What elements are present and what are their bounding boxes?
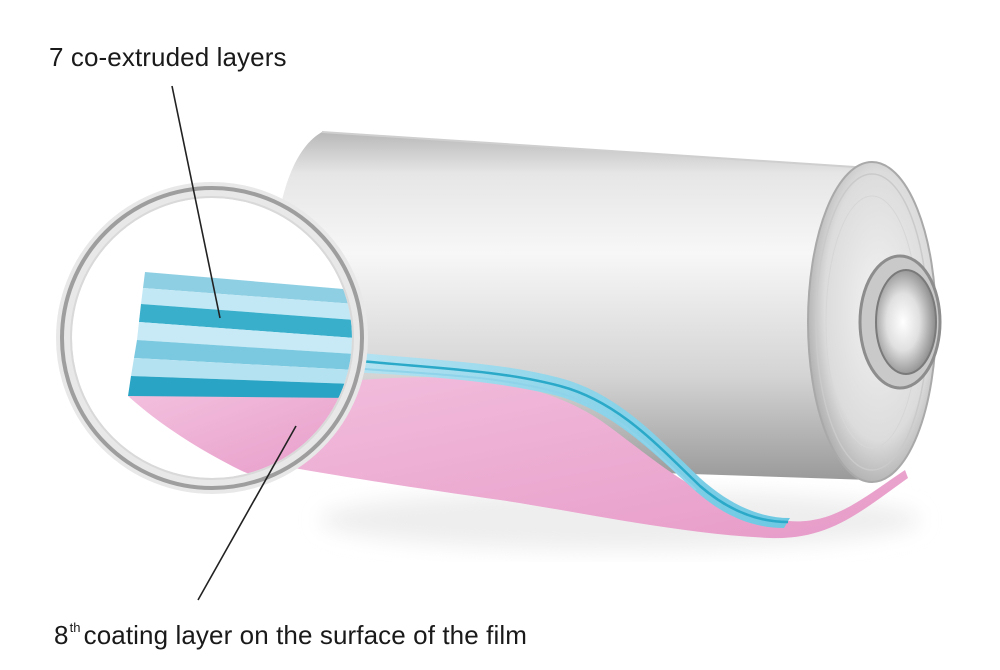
magnifier	[56, 182, 368, 494]
magnified-layer-4	[137, 322, 355, 354]
label-coating-text: coating layer on the surface of the film	[83, 620, 527, 650]
magnified-layer-3	[139, 304, 355, 338]
label-co-extruded-layers: 7 co-extruded layers	[49, 42, 287, 72]
film-roll	[272, 131, 942, 483]
leader-line-top	[171, 85, 221, 319]
co-extruded-layers	[350, 352, 790, 528]
magnified-layer-2	[141, 288, 355, 320]
label-coating-number: 8	[54, 620, 69, 650]
magnified-layer-7	[128, 376, 355, 398]
magnified-layer-6	[131, 358, 355, 384]
magnified-layer-5	[134, 340, 355, 370]
magnified-layer-1	[143, 272, 355, 304]
label-coating-ordinal: th	[69, 620, 81, 635]
leader-line-bottom	[197, 425, 297, 601]
